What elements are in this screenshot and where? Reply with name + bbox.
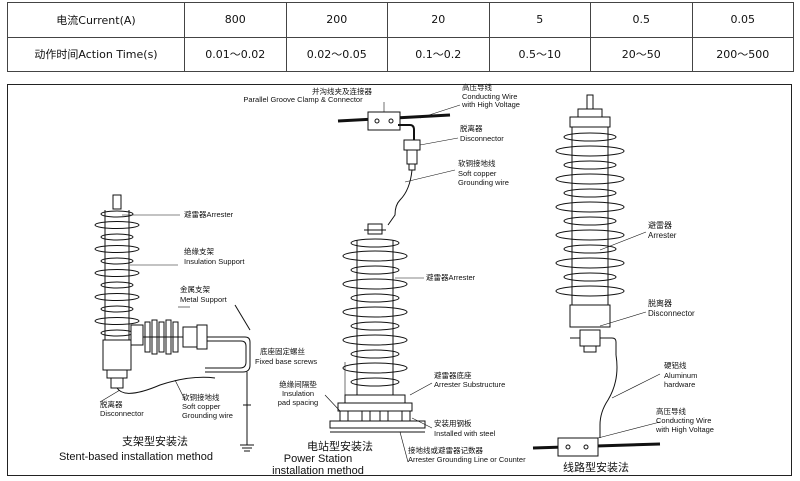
station-caption-en2: installation method [272, 465, 364, 477]
station-disconnector-en: Disconnector [460, 134, 504, 143]
station-copper-en2: Grounding wire [458, 178, 509, 187]
stent-grounding-wire [116, 372, 254, 452]
stent-insulation-en: Insulation Support [184, 257, 245, 266]
station-hv-en2: with High Voltage [461, 100, 520, 109]
line-aluminum-hardware [599, 354, 618, 438]
line-alu-en2: hardware [664, 380, 695, 389]
station-counter-cn: 接地线或避雷器记数器 [408, 445, 483, 455]
current-cell: 0.05 [691, 2, 794, 38]
installation-diagram-frame [7, 84, 792, 476]
time-cell: 0.5～10 [488, 36, 591, 72]
station-copper-cn: 软铜接地线 [458, 158, 496, 168]
line-disconnector-cn: 脱离器 [648, 298, 672, 308]
station-sub-en: Arrester Substructure [434, 380, 505, 389]
station-arrester-label: 避雷器Arrester [426, 272, 476, 282]
stent-insulation-cn: 绝缘支架 [184, 246, 214, 256]
station-substructure [329, 394, 426, 433]
time-cell: 20～50 [590, 36, 693, 72]
stent-disconnector-cn: 脱离器 [100, 399, 123, 409]
stent-arrester-label: 避雷器Arrester [184, 209, 234, 219]
current-header: 电流Current(A) [7, 2, 185, 38]
stent-disconnector-en: Disconnector [100, 409, 144, 418]
station-hv-wire [337, 111, 451, 140]
station-spacing-en2: pad spacing [278, 398, 318, 407]
current-row: 电流Current(A) 800 200 20 5 0.5 0.05 [7, 2, 794, 38]
line-caption-cn: 线路型安装法 [563, 460, 629, 474]
station-arrester [342, 223, 408, 395]
line-arrester-en: Arrester [648, 231, 677, 240]
current-cell: 0.5 [590, 2, 693, 38]
stent-insulation-support [130, 319, 208, 355]
station-copper-en1: Soft copper [458, 169, 497, 178]
station-caption-en1: Power Station [284, 453, 352, 465]
time-cell: 0.01～0.02 [184, 36, 287, 72]
stent-copper-en1: Soft copper [182, 402, 221, 411]
station-disconnector-cn: 脱离器 [460, 123, 483, 133]
current-cell: 800 [184, 2, 287, 38]
station-steel-cn: 安装用钢板 [434, 418, 472, 428]
current-cell: 20 [387, 2, 490, 38]
station-caption-cn: 电站型安装法 [307, 439, 373, 453]
line-hv-wire [532, 437, 661, 457]
line-disconnector [570, 329, 617, 355]
time-cell: 200～500 [691, 36, 794, 72]
station-counter-en: Arrester Grounding Line or Counter [408, 455, 526, 464]
time-header: 动作时间Action Time(s) [7, 36, 185, 72]
stent-arrester [94, 194, 140, 389]
stent-caption-cn: 支架型安装法 [122, 434, 188, 448]
stent-caption-en: Stent-based installation method [59, 451, 213, 463]
station-screws-cn: 底座固定螺丝 [260, 346, 305, 356]
stent-metal-support [205, 304, 251, 373]
stent-copper-en2: Grounding wire [182, 411, 233, 420]
station-sub-cn: 避雷器底座 [434, 370, 472, 380]
station-hv-en1: Conducting Wire [462, 92, 517, 101]
stent-leader-lines [99, 214, 190, 403]
line-hv-cn: 高压导线 [656, 406, 686, 416]
line-alu-en1: Aluminum [664, 371, 697, 380]
line-arrester [555, 94, 625, 328]
station-spacing-cn: 绝缘间隔垫 [279, 379, 317, 389]
station-spacing-en1: Insulation [282, 389, 314, 398]
time-cell: 0.02～0.05 [285, 36, 388, 72]
line-arrester-cn: 避雷器 [648, 220, 672, 230]
station-clamp-en: Parallel Groove Clamp & Connector [243, 95, 363, 104]
stent-copper-cn: 软铜接地线 [182, 392, 220, 402]
station-clamp-cn: 并沟线夹及连接器 [312, 86, 372, 96]
action-time-table: 电流Current(A) 800 200 20 5 0.5 0.05 动作时间A… [7, 2, 794, 72]
stent-metal-cn: 金属支架 [180, 284, 210, 294]
time-row: 动作时间Action Time(s) 0.01～0.02 0.02～0.05 0… [7, 36, 794, 72]
stent-metal-en: Metal Support [180, 295, 228, 304]
line-disconnector-en: Disconnector [648, 309, 695, 318]
time-cell: 0.1～0.2 [387, 36, 490, 72]
line-hv-en2: with High Voltage [655, 425, 714, 434]
station-leader-lines [324, 102, 461, 463]
station-screws-en: Fixed base screws [255, 357, 317, 366]
station-grounding-wire [387, 169, 413, 226]
line-hv-en1: Conducting Wire [656, 416, 711, 425]
line-alu-cn: 硬铝线 [664, 360, 687, 370]
station-hv-cn: 高压导线 [462, 82, 492, 92]
line-leader-lines [597, 231, 661, 439]
station-steel-en: Installed with steel [434, 429, 496, 438]
station-disconnector [403, 139, 421, 171]
